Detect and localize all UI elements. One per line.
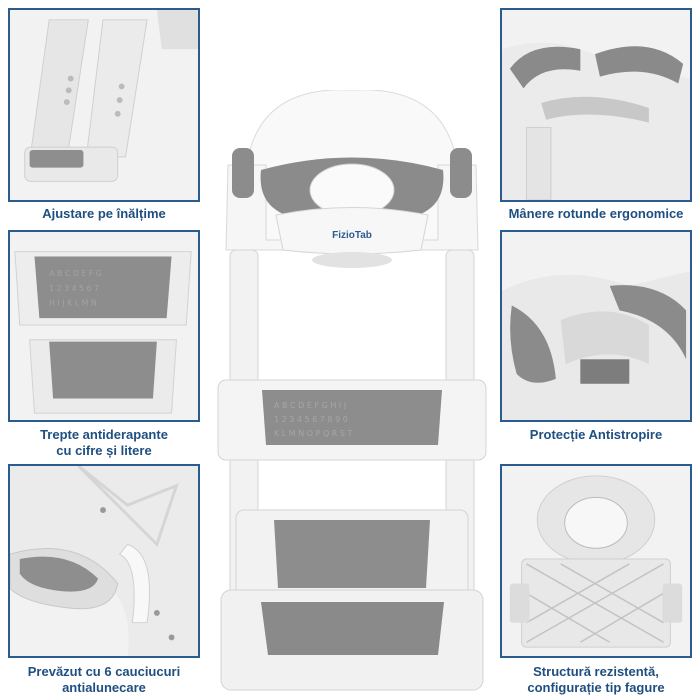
svg-text:A B C D E F G: A B C D E F G <box>49 269 102 278</box>
anti-slip-steps-photo: A B C D E F G 1 2 3 4 5 6 7 H I J K L M … <box>8 230 200 422</box>
svg-text:H I J K L M N: H I J K L M N <box>49 298 97 307</box>
fiziotab-logo-text: FizioTab <box>332 230 372 241</box>
svg-text:1 2 3 4 5 6 7 8 9 0: 1 2 3 4 5 6 7 8 9 0 <box>274 415 348 424</box>
caption-ergonomic-handles: Mânere rotunde ergonomice <box>508 206 684 221</box>
svg-text:K L M N O P Q R S T: K L M N O P Q R S T <box>274 429 353 438</box>
caption-splash-guard: Protecție Antistropire <box>529 427 663 442</box>
caption-rubber-feet-line2: antialunecare <box>62 680 146 695</box>
height-adjustment-photo <box>8 8 200 202</box>
svg-text:A B C D E F G H I J: A B C D E F G H I J <box>274 401 346 410</box>
potty-ladder-illustration: FizioTab A B C D E F G H I J 1 2 3 4 5 6… <box>217 90 487 691</box>
caption-rubber-feet-line1: Prevăzut cu 6 cauciucuri <box>27 664 181 679</box>
caption-height-adjustment: Ajustare pe înălțime <box>42 206 166 221</box>
potty-ladder-product-photo: FizioTab A B C D E F G H I J 1 2 3 4 5 6… <box>216 90 488 695</box>
svg-text:1 2 3 4 5 6 7: 1 2 3 4 5 6 7 <box>49 284 99 293</box>
anti-slip-rubber-feet-photo <box>8 464 200 658</box>
caption-honeycomb-structure: Structură rezistentă, configurație tip f… <box>500 664 692 696</box>
splash-guard-photo <box>500 230 692 422</box>
caption-anti-slip-steps-line1: Trepte antiderapante <box>40 427 168 442</box>
caption-anti-slip-steps-line2: cu cifre și litere <box>56 443 152 458</box>
ergonomic-handles-photo <box>500 8 692 202</box>
honeycomb-structure-photo <box>500 464 692 658</box>
caption-honeycomb-line2: configurație tip fagure <box>527 680 665 695</box>
caption-rubber-feet: Prevăzut cu 6 cauciucuri antialunecare <box>8 664 200 696</box>
caption-anti-slip-steps: Trepte antiderapante cu cifre și litere <box>8 427 200 459</box>
caption-honeycomb-line1: Structură rezistentă, <box>533 664 659 679</box>
